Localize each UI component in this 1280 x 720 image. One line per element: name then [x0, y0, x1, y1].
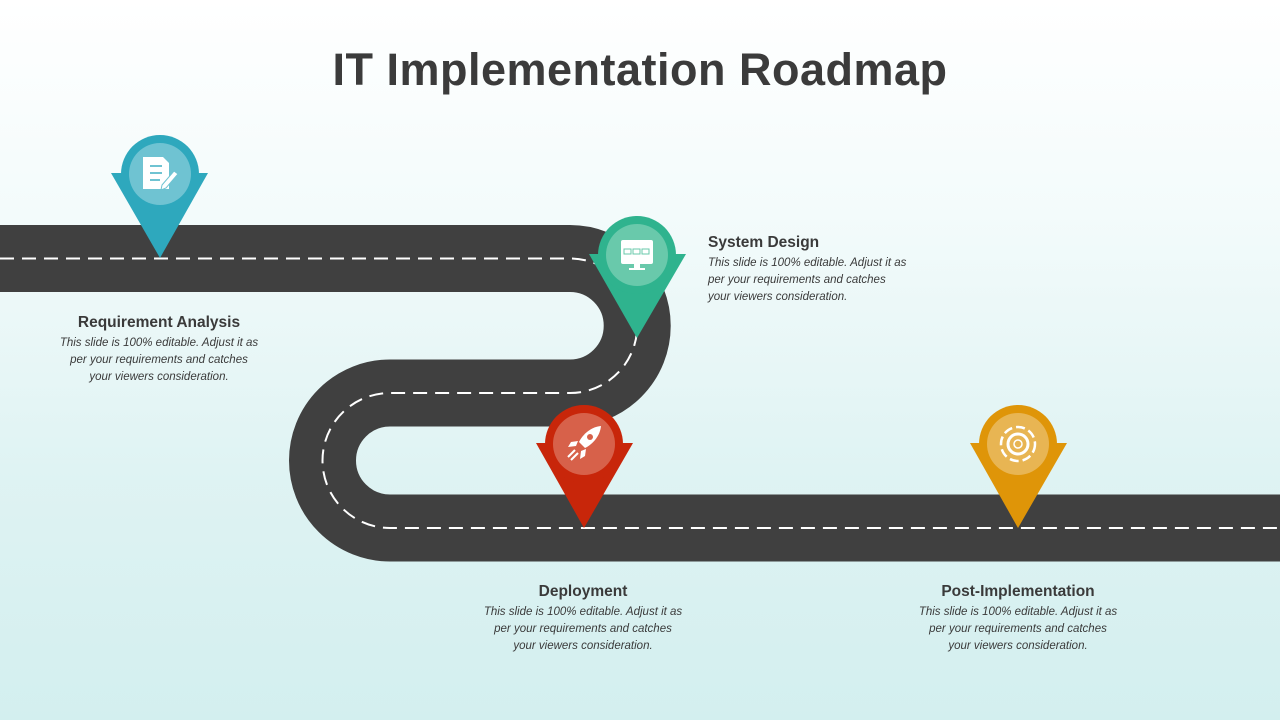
- pin-requirement-analysis: [111, 135, 208, 258]
- page-title: IT Implementation Roadmap: [332, 44, 948, 95]
- checklist-icon: [143, 157, 179, 191]
- step-description: This slide is 100% editable. Adjust it a…: [918, 606, 1118, 652]
- road-center-line: [0, 257, 1280, 529]
- step-heading: Post-Implementation: [941, 583, 1095, 600]
- step-deployment: Deployment This slide is 100% editable. …: [483, 583, 683, 655]
- step-description: This slide is 100% editable. Adjust it a…: [483, 606, 683, 652]
- step-heading: System Design: [708, 234, 820, 251]
- step-post-implementation: Post-Implementation This slide is 100% e…: [918, 583, 1118, 655]
- step-description: This slide is 100% editable. Adjust it a…: [59, 337, 259, 383]
- monitor-icon: [621, 240, 653, 270]
- step-system-design: System Design This slide is 100% editabl…: [708, 234, 908, 306]
- step-heading: Deployment: [538, 583, 628, 600]
- rocket-icon: [567, 426, 601, 461]
- step-heading: Requirement Analysis: [77, 314, 241, 331]
- pin-post-implementation: [970, 405, 1067, 528]
- step-description: This slide is 100% editable. Adjust it a…: [708, 257, 907, 303]
- pin-system-design: [589, 216, 686, 338]
- gear-cycle-icon: [999, 425, 1037, 463]
- step-requirement-analysis: Requirement Analysis This slide is 100% …: [59, 314, 259, 386]
- pin-deployment: [536, 405, 633, 528]
